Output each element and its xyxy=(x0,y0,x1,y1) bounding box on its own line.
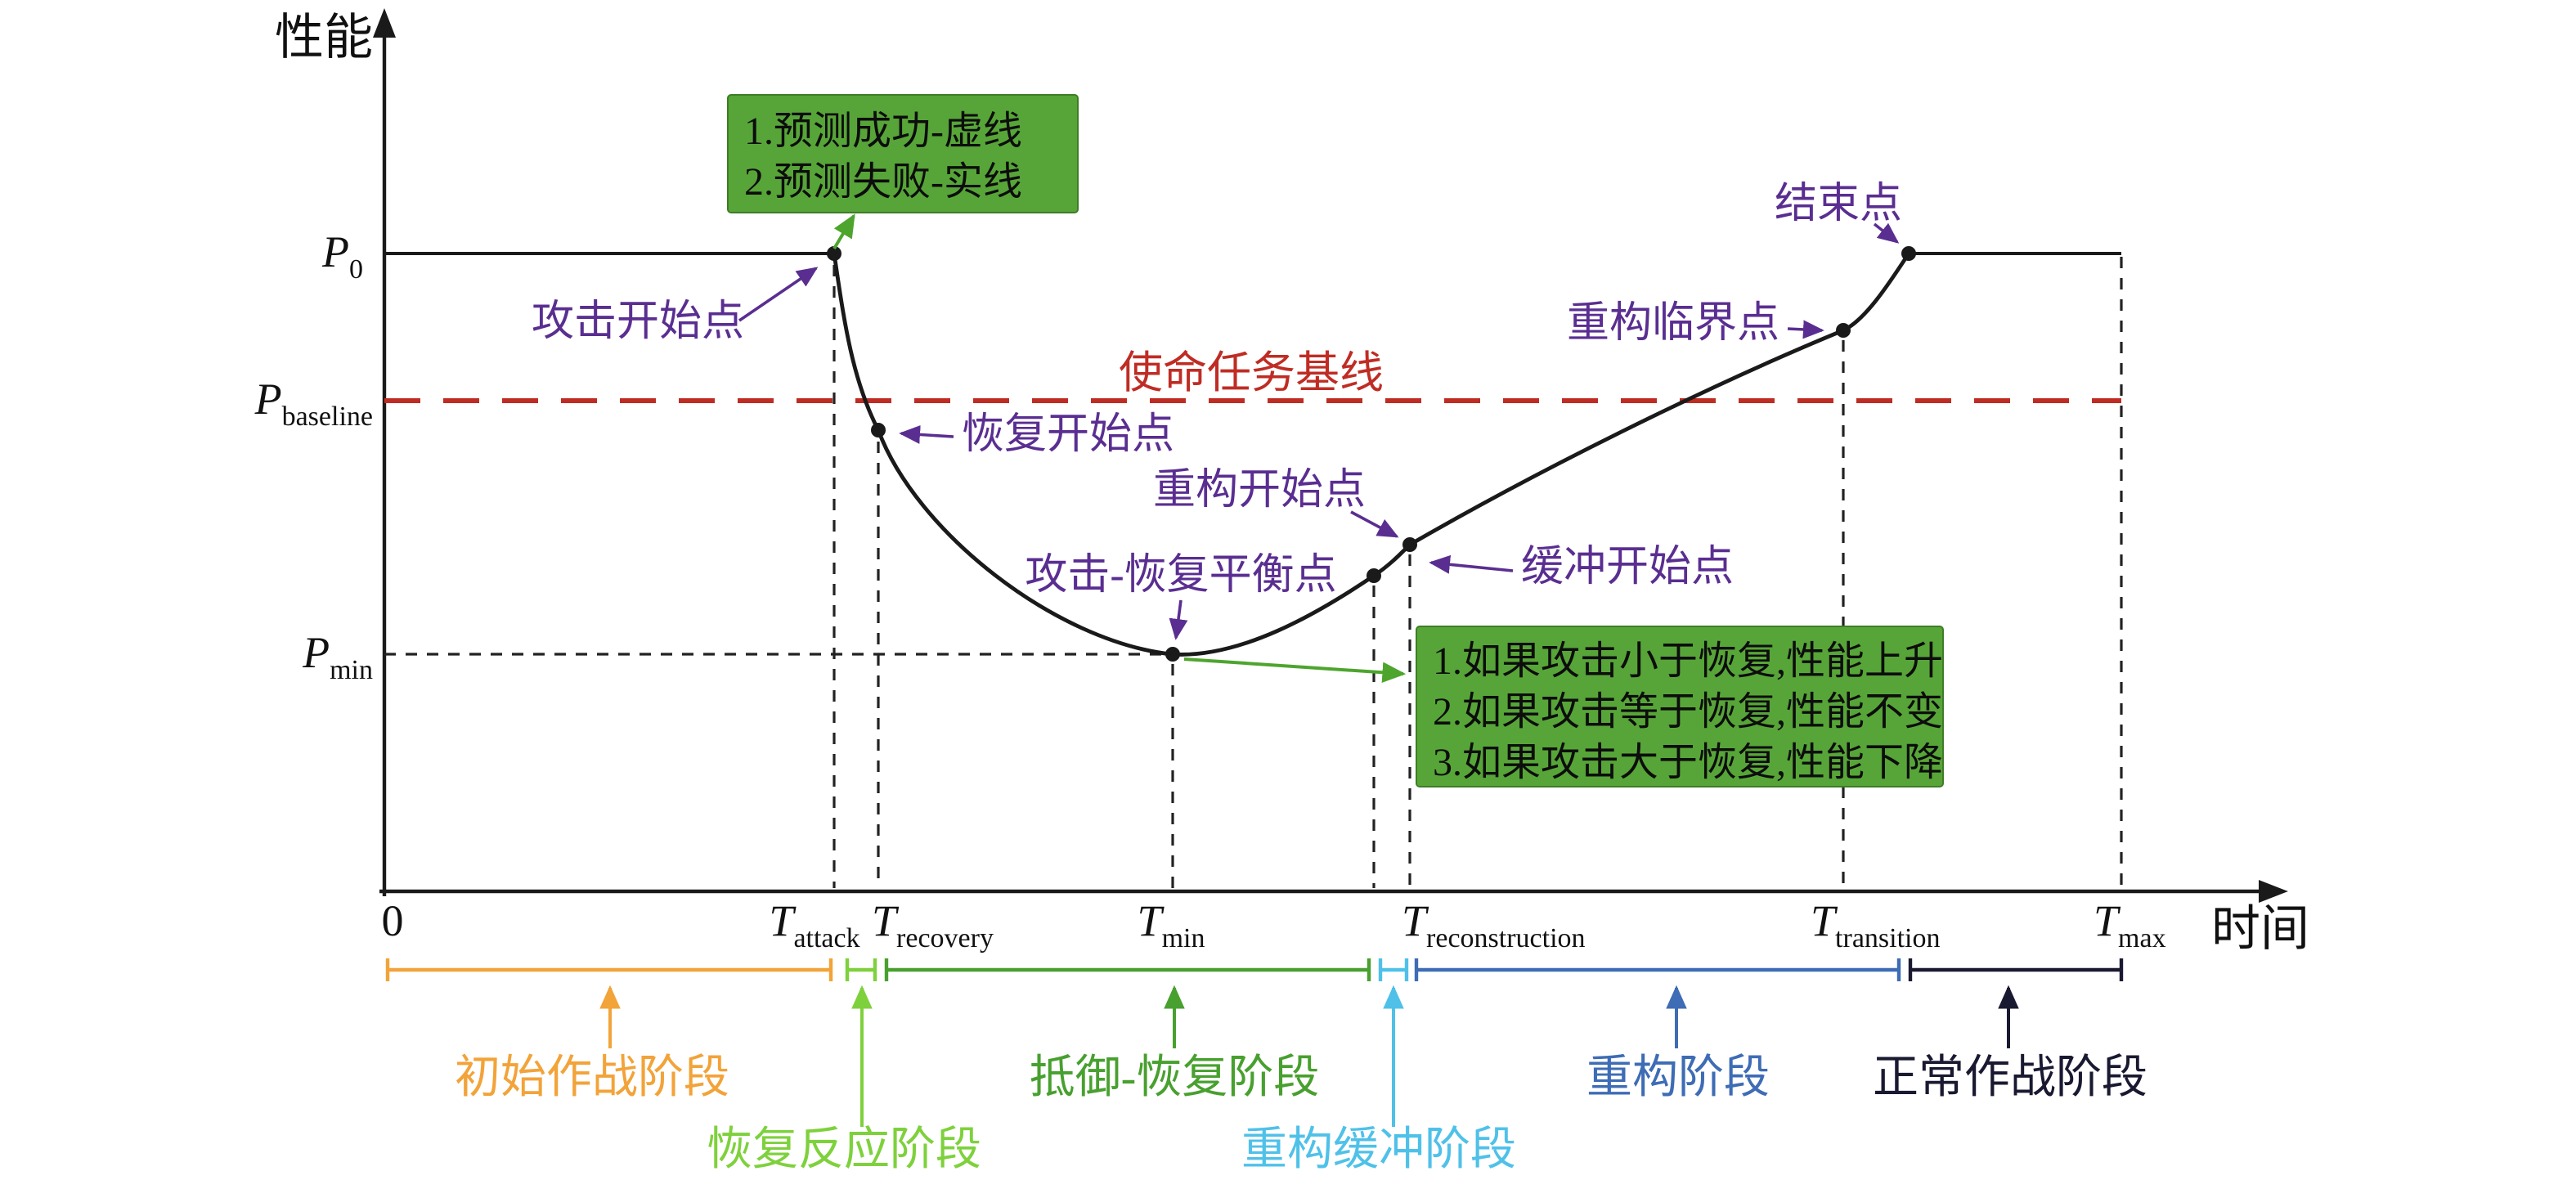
phase-labels: 初始作战阶段 恢复反应阶段 抵御-恢复阶段 重构缓冲阶段 重构阶段 正常作战阶段 xyxy=(455,1052,2147,1175)
phase-label-normal: 正常作战阶段 xyxy=(1873,1052,2147,1103)
x-axis-title: 时间 xyxy=(2211,902,2309,956)
prediction-callout-box xyxy=(727,94,1079,213)
x-tick-attack: Tattack xyxy=(769,896,859,953)
point-recovery-start xyxy=(871,423,886,437)
phase-label-reconstruction: 重构阶段 xyxy=(1586,1052,1770,1103)
recovery-start-arrow xyxy=(899,424,954,444)
recovery-start-label: 恢复开始点 xyxy=(962,411,1174,458)
point-attack-start xyxy=(827,246,841,261)
y-tick-pmin: Pmin xyxy=(302,628,373,685)
axes: 性能 时间 xyxy=(275,8,2309,956)
balance-callout: 1.如果攻击小于恢复,性能上升 2.如果攻击等于恢复,性能不变 3.如果攻击大于… xyxy=(1183,626,1944,787)
prediction-line-2: 2.预测失败-实线 xyxy=(744,160,1022,204)
prediction-callout: 1.预测成功-虚线 2.预测失败-实线 xyxy=(727,94,1079,250)
phase-label-initial: 初始作战阶段 xyxy=(455,1052,729,1103)
x-tick-recovery: Trecovery xyxy=(872,896,994,953)
y-tick-p0: P0 xyxy=(321,227,363,285)
equilibrium-arrow xyxy=(1169,599,1188,640)
reconstruction-start-arrow xyxy=(1350,510,1399,538)
phase-arrows xyxy=(599,985,2019,1127)
x-tick-reconstruction: Treconstruction xyxy=(1402,896,1586,953)
buffer-start-arrow xyxy=(1429,554,1514,574)
mission-baseline-label: 使命任务基线 xyxy=(1119,348,1384,397)
prediction-line-1: 1.预测成功-虚线 xyxy=(744,110,1022,153)
phase-brackets xyxy=(385,958,2124,981)
phase-label-reconstruction-buffer: 重构缓冲阶段 xyxy=(1241,1124,1516,1175)
y-tick-labels: P0 Pbaseline Pmin xyxy=(254,227,373,685)
phase-bracket-resist-recovery xyxy=(884,958,1371,981)
balance-arrow xyxy=(1183,657,1407,684)
point-equilibrium xyxy=(1165,647,1180,662)
x-tick-0: 0 xyxy=(382,896,404,945)
point-end xyxy=(1901,246,1916,261)
phase-bracket-reconstruction xyxy=(1414,958,1901,981)
reconstruction-start-label: 重构开始点 xyxy=(1153,467,1366,514)
performance-curve-group xyxy=(384,246,2121,662)
reconstruction-critical-arrow xyxy=(1787,320,1824,339)
x-tick-transition: Ttransition xyxy=(1811,896,1940,953)
reconstruction-critical-label: 重构临界点 xyxy=(1567,300,1779,347)
prediction-arrow xyxy=(832,213,855,250)
balance-line-1: 1.如果攻击小于恢复,性能上升 xyxy=(1433,639,1943,683)
point-buffer-start xyxy=(1367,568,1381,583)
end-point-arrow xyxy=(1873,222,1900,244)
end-point-label: 结束点 xyxy=(1775,181,1902,227)
balance-line-2: 2.如果攻击等于恢复,性能不变 xyxy=(1433,690,1943,734)
balance-line-3: 3.如果攻击大于恢复,性能下降 xyxy=(1433,741,1943,784)
x-tick-max: Tmax xyxy=(2094,896,2166,953)
phase-bracket-normal xyxy=(1908,958,2124,981)
x-tick-labels: 0 Tattack Trecovery Tmin Treconstruction… xyxy=(382,896,2166,953)
x-tick-min: Tmin xyxy=(1138,896,1205,953)
phase-label-resist-recovery: 抵御-恢复阶段 xyxy=(1030,1052,1320,1103)
phase-bracket-initial xyxy=(385,958,833,981)
phase-label-recovery-reaction: 恢复反应阶段 xyxy=(707,1124,981,1175)
point-reconstruction-critical xyxy=(1836,323,1851,338)
point-annotations: 攻击开始点 恢复开始点 攻击-恢复平衡点 重构开始点 缓冲开始点 重构临界点 结… xyxy=(532,181,1902,640)
attack-start-arrow xyxy=(738,267,819,322)
attack-start-label: 攻击开始点 xyxy=(532,298,744,345)
y-axis-arrow-icon xyxy=(373,8,396,38)
equilibrium-label: 攻击-恢复平衡点 xyxy=(1025,552,1336,599)
phase-bracket-recovery-reaction xyxy=(845,958,877,981)
point-reconstruction-start xyxy=(1402,537,1417,552)
phase-bracket-reconstruction-buffer xyxy=(1378,958,1409,981)
y-axis-title: 性能 xyxy=(275,11,373,65)
guide-lines xyxy=(384,257,2123,888)
y-tick-pbaseline: Pbaseline xyxy=(254,375,373,432)
balance-callout-box xyxy=(1416,626,1944,787)
buffer-start-label: 缓冲开始点 xyxy=(1521,544,1734,590)
x-axis-arrow-icon xyxy=(2259,880,2288,903)
